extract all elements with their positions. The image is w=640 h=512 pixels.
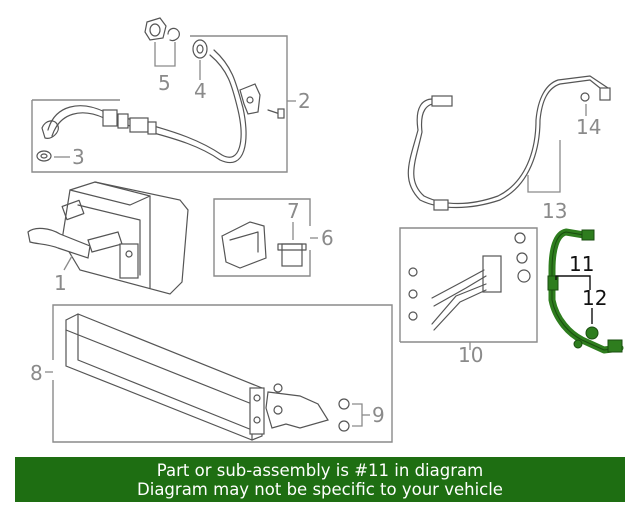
part-13-line[interactable] <box>407 75 611 211</box>
callout-5: 5 <box>158 71 171 95</box>
banner-line-1: Part or sub-assembly is #11 in diagram <box>156 461 484 480</box>
assembly-10[interactable] <box>399 227 538 343</box>
callout-8: 8 <box>30 361 43 385</box>
banner-line-2: Diagram may not be specific to your vehi… <box>137 480 503 499</box>
part-11-hose[interactable] <box>547 228 624 354</box>
callout-group-6: 6 <box>310 226 334 250</box>
callout-9: 9 <box>372 403 385 427</box>
callout-14: 14 <box>576 115 601 139</box>
callout-12: 12 <box>582 286 607 310</box>
callout-group-5: 5 <box>154 42 176 95</box>
callout-6: 6 <box>321 226 334 250</box>
callout-group-8: 8 <box>30 361 53 385</box>
callout-group-11: 11 <box>555 252 594 290</box>
part-1-cooler[interactable] <box>27 181 189 295</box>
callout-4: 4 <box>194 79 207 103</box>
callout-group-13: 13 <box>527 140 567 223</box>
parts-diagram: 5 4 2 3 1 7 6 <box>27 17 624 443</box>
callout-3: 3 <box>72 145 85 169</box>
callout-group-4: 4 <box>194 60 207 103</box>
callout-7: 7 <box>287 199 300 223</box>
callout-group-1: 1 <box>54 255 73 295</box>
callout-11: 11 <box>569 252 594 276</box>
callout-13: 13 <box>542 199 567 223</box>
info-banner: Part or sub-assembly is #11 in diagram D… <box>15 457 625 502</box>
callout-group-3: 3 <box>54 145 85 169</box>
assembly-8[interactable] <box>52 304 393 443</box>
assembly-2[interactable] <box>31 17 288 173</box>
callout-group-9: 9 <box>352 403 385 427</box>
callout-10: 10 <box>458 343 483 367</box>
callout-1: 1 <box>54 271 67 295</box>
callout-group-7: 7 <box>287 199 300 240</box>
callout-group-14: 14 <box>576 104 601 139</box>
callout-group-10: 10 <box>458 342 483 367</box>
callout-group-2: 2 <box>287 89 311 113</box>
callout-group-12: 12 <box>582 286 607 324</box>
assembly-6[interactable] <box>213 198 311 277</box>
callout-2: 2 <box>298 89 311 113</box>
